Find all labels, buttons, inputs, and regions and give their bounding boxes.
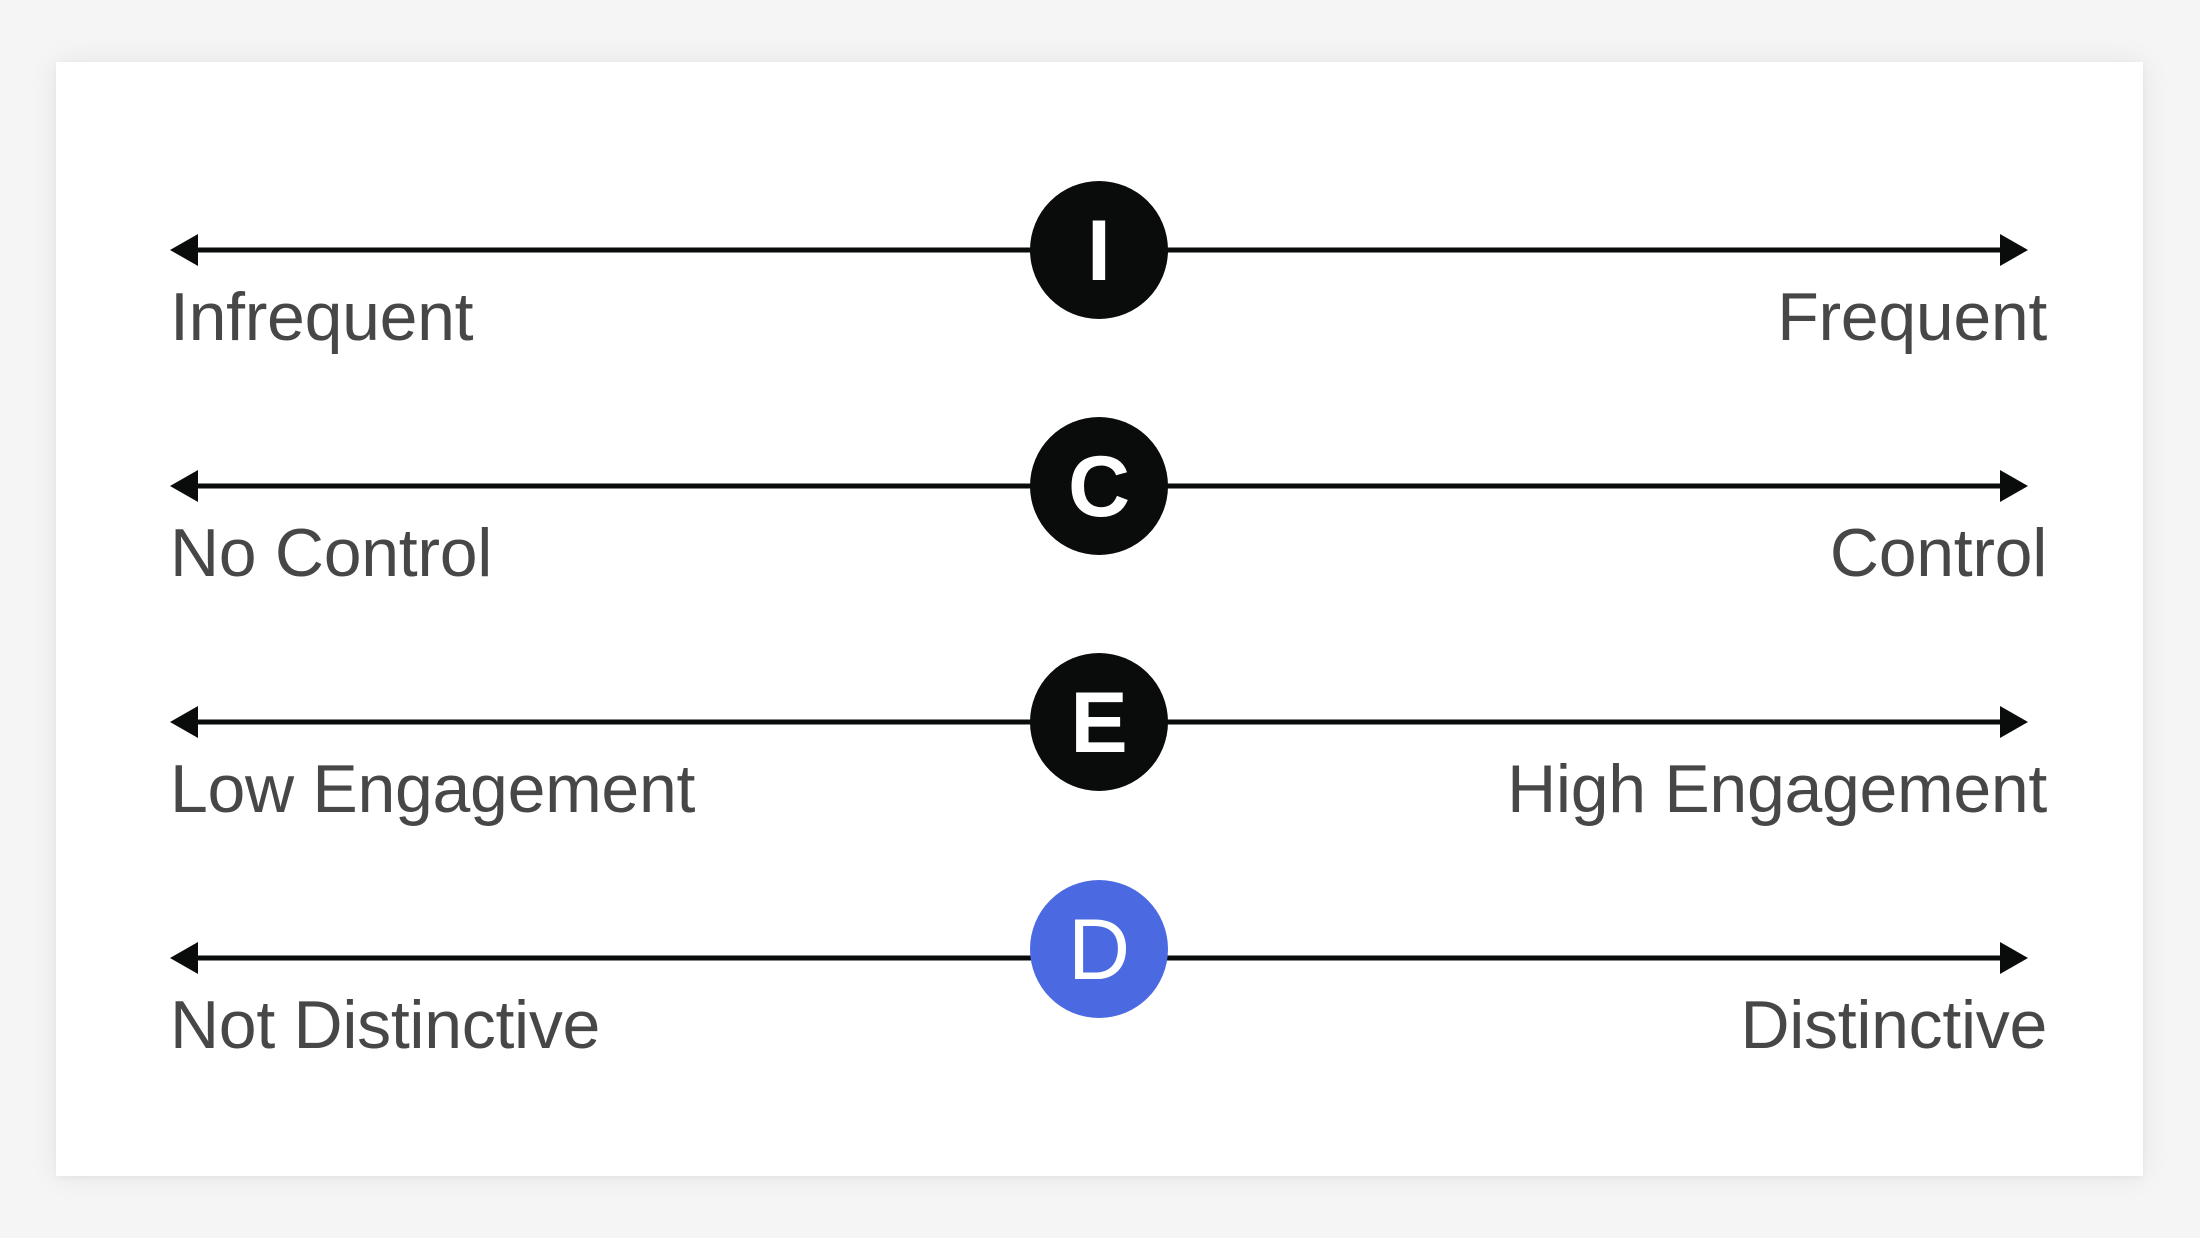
badge-letter: I xyxy=(1087,203,1111,299)
left-label: No Control xyxy=(170,515,493,591)
left-arrowhead-icon xyxy=(170,706,198,738)
right-arrowhead-icon xyxy=(2000,470,2028,502)
left-arrowhead-icon xyxy=(170,470,198,502)
right-arrowhead-icon xyxy=(2000,942,2028,974)
scale-row-engagement: E Low Engagement High Engagement xyxy=(0,653,2200,922)
left-label: Not Distinctive xyxy=(170,987,601,1063)
scale-row-distinctiveness: D Not Distinctive Distinctive xyxy=(0,880,2200,1158)
right-label: Control xyxy=(1829,515,2047,591)
scale-badge-c: C xyxy=(1030,417,1168,555)
left-arrowhead-icon xyxy=(170,234,198,266)
right-label: Frequent xyxy=(1777,279,2047,355)
left-label: Infrequent xyxy=(170,279,474,355)
badge-letter: D xyxy=(1067,902,1131,998)
scale-badge-d-highlighted: D xyxy=(1030,880,1168,1018)
scale-badge-i: I xyxy=(1030,181,1168,319)
scale-row-frequency: I Infrequent Frequent xyxy=(0,181,2200,450)
scale-row-control: C No Control Control xyxy=(0,417,2200,686)
badge-letter: E xyxy=(1070,675,1128,771)
right-label: High Engagement xyxy=(1507,751,2047,827)
left-arrowhead-icon xyxy=(170,942,198,974)
right-arrowhead-icon xyxy=(2000,706,2028,738)
right-arrowhead-icon xyxy=(2000,234,2028,266)
right-label: Distinctive xyxy=(1740,987,2047,1063)
scale-badge-e: E xyxy=(1030,653,1168,791)
left-label: Low Engagement xyxy=(170,751,696,827)
badge-letter: C xyxy=(1067,439,1131,535)
